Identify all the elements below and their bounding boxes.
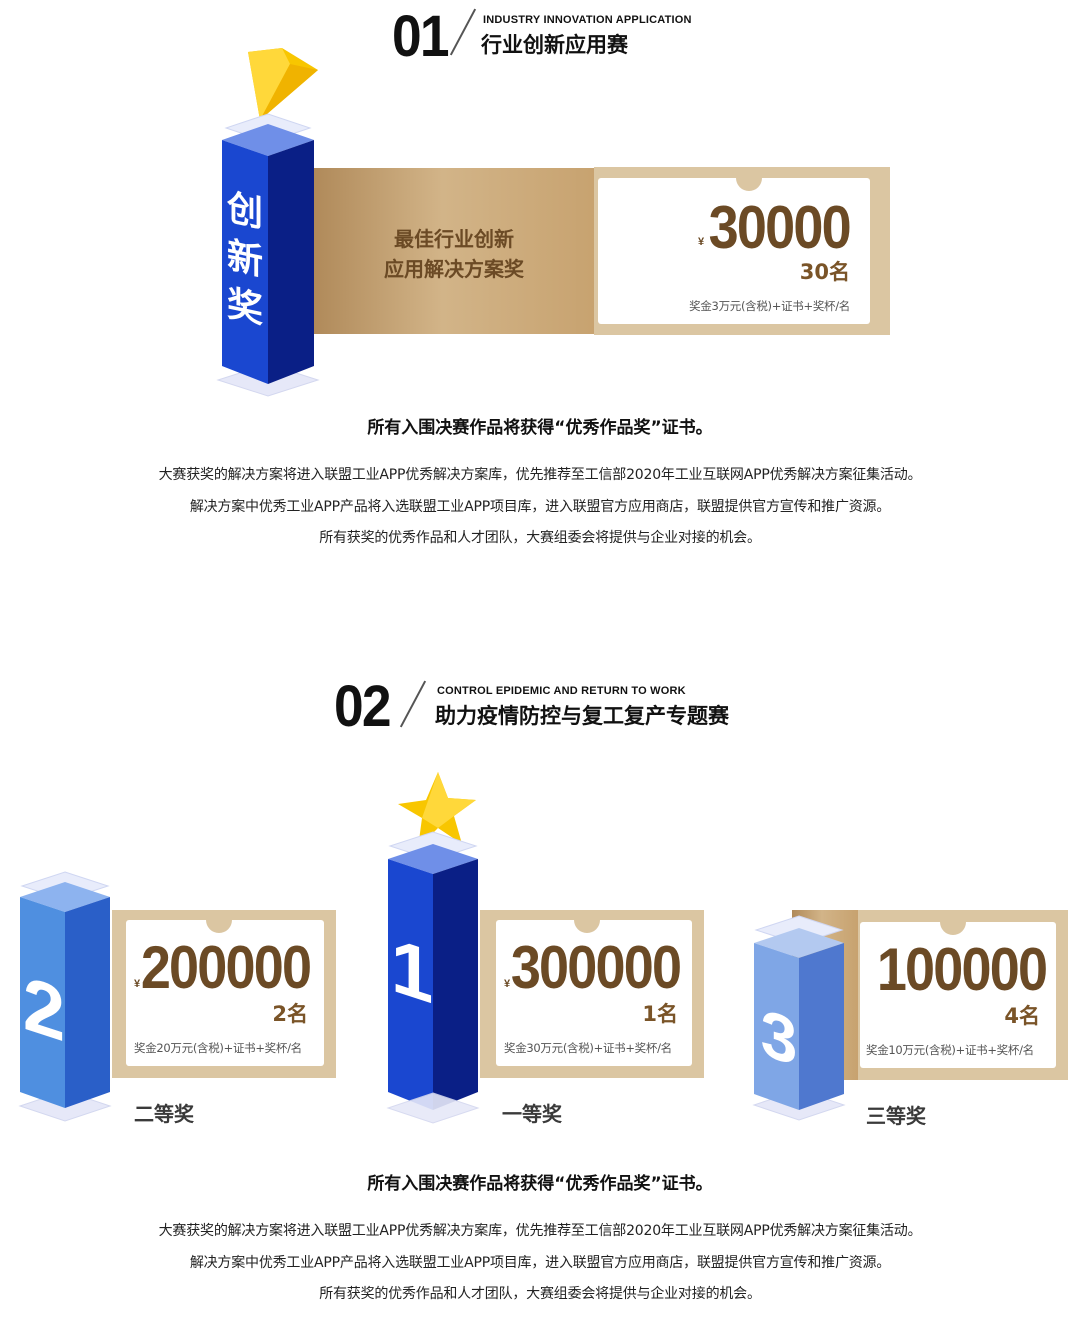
note-line: 解决方案中优秀工业APP产品将入选联盟工业APP项目库，进入联盟官方应用商店，联…	[189, 499, 891, 515]
note-line: 大赛获奖的解决方案将进入联盟工业APP优秀解决方案库，优先推荐至工信部2020年…	[158, 467, 922, 483]
prize-card: ¥ 100000 4名 奖金10万元(含税)+证书+奖杯/名	[860, 922, 1056, 1068]
certificate-note: 所有入围决赛作品将获得“优秀作品奖”证书。	[367, 418, 713, 438]
prize-detail: 奖金30万元(含税)+证书+奖杯/名	[504, 1041, 672, 1055]
star-icon	[398, 772, 476, 848]
rank-digit: 1	[390, 922, 434, 1021]
prize-detail: 奖金10万元(含税)+证书+奖杯/名	[866, 1043, 1034, 1057]
note-line: 所有获奖的优秀作品和人才团队，大赛组委会将提供与企业对接的机会。	[319, 1286, 761, 1302]
pillar-char: 奖	[226, 283, 263, 332]
prize-amount: 100000	[876, 936, 1048, 1003]
currency-symbol: ¥	[134, 978, 141, 990]
divider-slash	[449, 8, 477, 56]
innovation-pillar-graphic	[216, 48, 320, 397]
rank-digit: 2	[22, 960, 66, 1059]
rank-digit: 3	[760, 994, 798, 1080]
prize-amount: 300000	[510, 934, 682, 1001]
ticket-notch	[206, 920, 232, 933]
third-place-pillar	[752, 915, 846, 1121]
winner-count: 30名	[799, 260, 850, 284]
second-place-pillar	[18, 871, 112, 1122]
prize-amount: 200000	[140, 934, 312, 1001]
section-title: 行业创新应用赛	[481, 33, 628, 57]
prize-card: ¥ 300000 1名 奖金30万元(含税)+证书+奖杯/名	[496, 920, 692, 1066]
place-label: 二等奖	[134, 1102, 194, 1126]
gem-icon	[248, 48, 318, 120]
winner-count: 1名	[642, 1002, 678, 1026]
winner-count: 2名	[272, 1002, 308, 1026]
note-line: 大赛获奖的解决方案将进入联盟工业APP优秀解决方案库，优先推荐至工信部2020年…	[158, 1223, 922, 1239]
award-name-panel	[314, 168, 599, 334]
prize-detail: 奖金20万元(含税)+证书+奖杯/名	[134, 1041, 302, 1055]
section-english-title: CONTROL EPIDEMIC AND RETURN TO WORK	[437, 685, 686, 697]
section-number: 01	[392, 4, 449, 69]
place-label: 三等奖	[866, 1104, 926, 1128]
winner-count: 4名	[1004, 1004, 1040, 1028]
ticket-notch	[736, 178, 762, 191]
currency-symbol: ¥	[888, 980, 895, 992]
divider-slash	[399, 680, 427, 728]
prize-card: ¥ 30000 30名 奖金3万元(含税)+证书+奖杯/名	[598, 178, 870, 324]
award-name: 最佳行业创新 应用解决方案奖	[384, 227, 524, 281]
ticket-notch	[574, 920, 600, 933]
note-line: 解决方案中优秀工业APP产品将入选联盟工业APP项目库，进入联盟官方应用商店，联…	[189, 1255, 891, 1271]
ticket-notch	[940, 922, 966, 935]
certificate-note: 所有入围决赛作品将获得“优秀作品奖”证书。	[367, 1174, 713, 1194]
place-label: 一等奖	[502, 1102, 562, 1126]
note-line: 所有获奖的优秀作品和人才团队，大赛组委会将提供与企业对接的机会。	[319, 530, 761, 546]
currency-symbol: ¥	[698, 236, 705, 248]
first-place-pillar	[386, 772, 480, 1124]
section-title: 助力疫情防控与复工复产专题赛	[435, 704, 729, 728]
section-number: 02	[334, 674, 391, 739]
section-english-title: INDUSTRY INNOVATION APPLICATION	[483, 14, 692, 26]
currency-symbol: ¥	[504, 978, 511, 990]
prize-card: ¥ 200000 2名 奖金20万元(含税)+证书+奖杯/名	[126, 920, 324, 1066]
prize-amount: 30000	[708, 194, 852, 261]
prize-detail: 奖金3万元(含税)+证书+奖杯/名	[689, 299, 850, 313]
